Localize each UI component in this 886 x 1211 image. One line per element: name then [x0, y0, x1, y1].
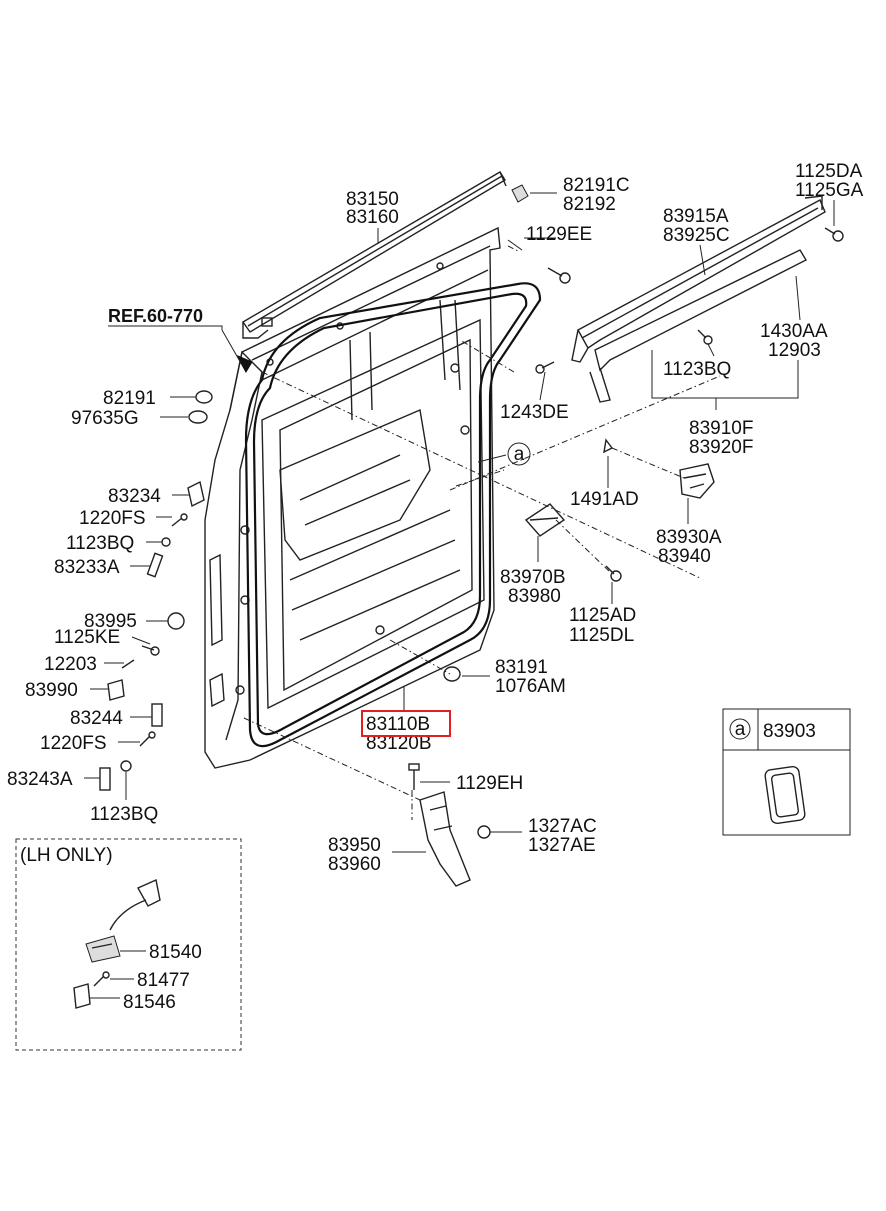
- label-83995[interactable]: 83995: [84, 611, 137, 632]
- label-1123BQ-bot[interactable]: 1123BQ: [90, 804, 158, 825]
- label-83910F[interactable]: 83910F: [689, 418, 753, 439]
- label-83920F[interactable]: 83920F: [689, 437, 753, 458]
- lh-only-label: (LH ONLY): [20, 845, 113, 866]
- label-1123BQ-top[interactable]: 1123BQ: [663, 359, 731, 380]
- label-83233A[interactable]: 83233A: [54, 557, 120, 578]
- label-1125GA[interactable]: 1125GA: [795, 180, 864, 201]
- label-1327AE[interactable]: 1327AE: [528, 835, 596, 856]
- label-83110B[interactable]: 83110B: [366, 714, 430, 735]
- label-83244[interactable]: 83244: [70, 708, 123, 729]
- label-1220FS-bot[interactable]: 1220FS: [40, 733, 107, 754]
- label-1129EH[interactable]: 1129EH: [456, 773, 523, 794]
- label-1220FS-top[interactable]: 1220FS: [79, 508, 146, 529]
- part-labels: 83150 83160 82191C 82192 1125DA 1125GA 1…: [7, 161, 864, 875]
- label-1125DL[interactable]: 1125DL: [569, 625, 634, 646]
- label-97635G[interactable]: 97635G: [71, 408, 139, 429]
- label-1129EE[interactable]: 1129EE: [526, 224, 592, 245]
- ref-underline: [108, 325, 223, 330]
- label-12903[interactable]: 12903: [768, 340, 821, 361]
- label-1125DA[interactable]: 1125DA: [795, 161, 863, 182]
- label-83940[interactable]: 83940: [658, 546, 711, 567]
- label-83990[interactable]: 83990: [25, 680, 78, 701]
- label-1125KE[interactable]: 1125KE: [54, 627, 120, 648]
- label-83930A[interactable]: 83930A: [656, 527, 722, 548]
- label-1076AM[interactable]: 1076AM: [495, 676, 566, 697]
- assembly-lines: [243, 245, 721, 820]
- callout-a-letter: a: [514, 444, 525, 465]
- label-83903[interactable]: 83903: [763, 721, 816, 742]
- label-83925C[interactable]: 83925C: [663, 225, 730, 246]
- label-82192[interactable]: 82192: [563, 194, 616, 215]
- upper-rail-83150: [241, 171, 507, 339]
- label-1125AD[interactable]: 1125AD: [569, 605, 636, 626]
- label-1327AC[interactable]: 1327AC: [528, 816, 597, 837]
- hardware-parts: [99, 184, 844, 887]
- label-81540[interactable]: 81540: [149, 942, 202, 963]
- label-83234[interactable]: 83234: [108, 486, 161, 507]
- label-83191[interactable]: 83191: [495, 657, 548, 678]
- label-83915A[interactable]: 83915A: [663, 206, 729, 227]
- label-81477[interactable]: 81477: [137, 970, 190, 991]
- label-83950[interactable]: 83950: [328, 835, 381, 856]
- label-83160[interactable]: 83160: [346, 207, 399, 228]
- label-83120B[interactable]: 83120B: [366, 733, 432, 754]
- label-82191C[interactable]: 82191C: [563, 175, 630, 196]
- label-82191[interactable]: 82191: [103, 388, 156, 409]
- label-1430AA[interactable]: 1430AA: [760, 321, 828, 342]
- label-81546[interactable]: 81546: [123, 992, 176, 1013]
- ref-arrow: [236, 355, 253, 374]
- label-1243DE[interactable]: 1243DE: [500, 402, 569, 423]
- label-83970B[interactable]: 83970B: [500, 567, 566, 588]
- label-12203[interactable]: 12203: [44, 654, 97, 675]
- inset-83903: a 83903: [722, 708, 851, 836]
- label-1123BQ-mid[interactable]: 1123BQ: [66, 533, 134, 554]
- label-83243A[interactable]: 83243A: [7, 769, 73, 790]
- upper-rail-83915A: [571, 195, 826, 403]
- lh-only-inset: (LH ONLY) 81540 81477 81546: [15, 838, 242, 1051]
- label-83150[interactable]: 83150: [346, 189, 399, 210]
- label-1491AD[interactable]: 1491AD: [570, 489, 639, 510]
- ref-label[interactable]: REF.60-770: [108, 306, 203, 326]
- leader-lines: [84, 192, 835, 853]
- callout-a-circle: [507, 442, 531, 466]
- highlight-box-83110B: [361, 710, 451, 737]
- label-83960[interactable]: 83960: [328, 854, 381, 875]
- inset-callout-letter: a: [735, 719, 746, 740]
- label-83980[interactable]: 83980: [508, 586, 561, 607]
